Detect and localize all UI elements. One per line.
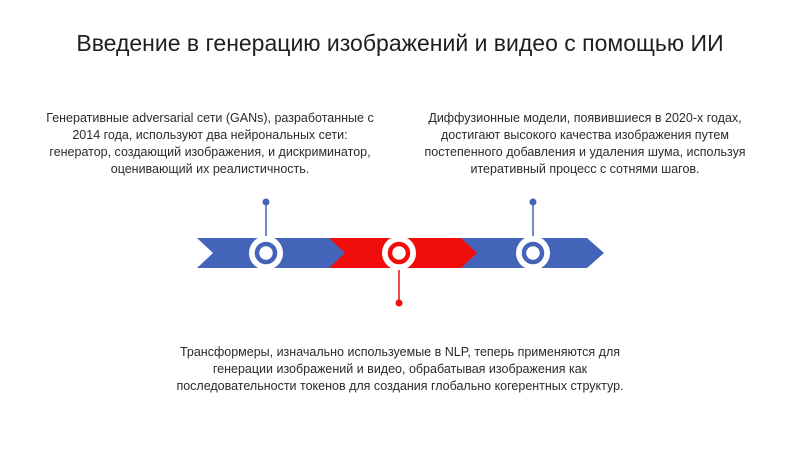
transformer-description: Трансформеры, изначально используемые в … <box>176 345 624 393</box>
gan-description: Генеративные adversarial сети (GANs), ра… <box>46 111 374 176</box>
diffusion-connector-dot <box>529 198 537 206</box>
transformer-milestone-core <box>387 241 411 265</box>
transformer-connector-dot <box>395 299 403 307</box>
gan-milestone-core <box>254 241 278 265</box>
diffusion-description: Диффузионные модели, появившиеся в 2020-… <box>424 111 746 176</box>
diffusion-milestone-core <box>521 241 545 265</box>
gan-connector-dot <box>262 198 270 206</box>
slide-title: Введение в генерацию изображений и видео… <box>76 30 724 56</box>
